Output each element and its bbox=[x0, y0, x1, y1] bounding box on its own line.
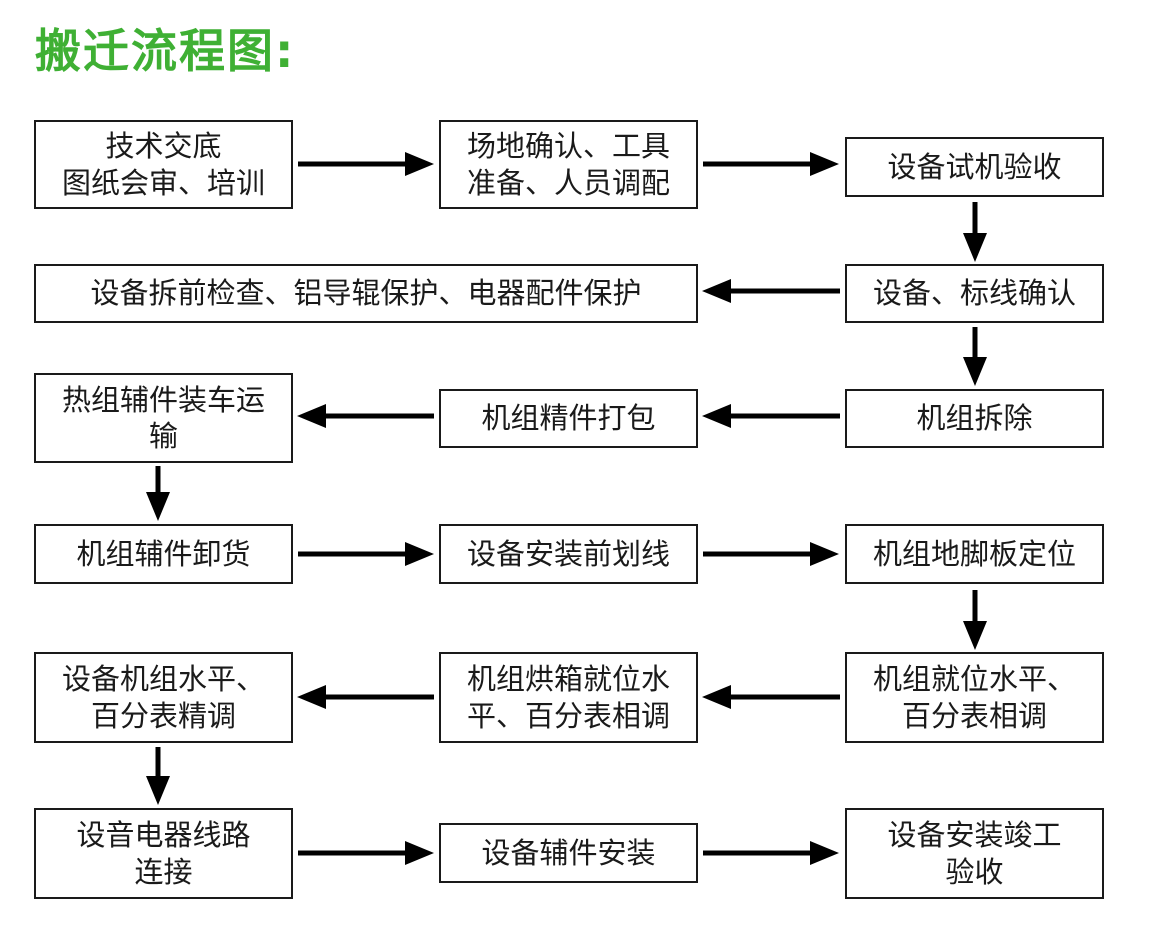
step-label: 机组地脚板定位 bbox=[872, 536, 1076, 571]
step-completion-acceptance: 设备安装竣工 验收 bbox=[845, 808, 1104, 899]
step-label: 场地确认、工具 准备、人员调配 bbox=[466, 129, 670, 200]
step-loading-transport: 热组辅件装车运 输 bbox=[34, 373, 293, 463]
step-electrical-wiring: 设音电器线路 连接 bbox=[34, 808, 293, 899]
step-label: 设备安装前划线 bbox=[466, 536, 670, 571]
step-label: 机组辅件卸货 bbox=[76, 536, 251, 571]
step-label: 设备试机验收 bbox=[887, 149, 1062, 184]
arrowhead-left bbox=[297, 685, 326, 709]
step-label: 设音电器线路 连接 bbox=[76, 818, 251, 889]
step-fine-leveling: 设备机组水平、 百分表精调 bbox=[34, 652, 293, 743]
step-label: 机组烘箱就位水 平、百分表相调 bbox=[466, 662, 670, 733]
step-label: 机组精件打包 bbox=[481, 401, 656, 436]
step-anchor-plate-positioning: 机组地脚板定位 bbox=[845, 524, 1104, 584]
step-label: 设备、标线确认 bbox=[872, 276, 1076, 311]
arrowhead-left bbox=[702, 279, 731, 303]
step-oven-positioning: 机组烘箱就位水 平、百分表相调 bbox=[439, 652, 698, 743]
arrowhead-right bbox=[405, 841, 434, 865]
arrowhead-right bbox=[810, 542, 839, 566]
step-label: 设备拆前检查、铝导辊保护、电器配件保护 bbox=[90, 276, 642, 311]
step-equipment-trial-acceptance: 设备试机验收 bbox=[845, 137, 1104, 197]
arrowhead-right bbox=[810, 841, 839, 865]
arrowhead-down bbox=[963, 233, 987, 262]
arrowhead-down bbox=[963, 621, 987, 650]
step-label: 设备安装竣工 验收 bbox=[887, 818, 1062, 889]
arrowhead-right bbox=[405, 542, 434, 566]
step-precision-packing: 机组精件打包 bbox=[439, 389, 698, 448]
step-site-confirmation: 场地确认、工具 准备、人员调配 bbox=[439, 120, 698, 209]
step-pre-disassembly-check: 设备拆前检查、铝导辊保护、电器配件保护 bbox=[34, 264, 698, 323]
step-label: 设备机组水平、 百分表精调 bbox=[61, 662, 265, 733]
arrowhead-left bbox=[702, 685, 731, 709]
step-unit-dismantling: 机组拆除 bbox=[845, 389, 1104, 448]
step-label: 技术交底 图纸会审、培训 bbox=[61, 129, 265, 200]
step-unloading: 机组辅件卸货 bbox=[34, 524, 293, 584]
arrowhead-right bbox=[810, 152, 839, 176]
step-unit-leveling: 机组就位水平、 百分表相调 bbox=[845, 652, 1104, 743]
arrowhead-left bbox=[702, 404, 731, 428]
arrowhead-down bbox=[146, 776, 170, 805]
page-title: 搬迁流程图: bbox=[35, 24, 296, 78]
step-label: 机组就位水平、 百分表相调 bbox=[872, 662, 1076, 733]
arrowhead-right bbox=[405, 152, 434, 176]
arrowhead-left bbox=[297, 404, 326, 428]
step-equipment-marking-confirm: 设备、标线确认 bbox=[845, 264, 1104, 323]
step-accessory-installation: 设备辅件安装 bbox=[439, 823, 698, 883]
step-technical-briefing: 技术交底 图纸会审、培训 bbox=[34, 120, 293, 209]
arrowhead-down bbox=[146, 492, 170, 521]
arrowhead-down bbox=[963, 357, 987, 386]
step-label: 热组辅件装车运 输 bbox=[61, 382, 265, 453]
step-label: 机组拆除 bbox=[916, 401, 1033, 436]
step-label: 设备辅件安装 bbox=[481, 835, 656, 870]
step-pre-install-marking: 设备安装前划线 bbox=[439, 524, 698, 584]
